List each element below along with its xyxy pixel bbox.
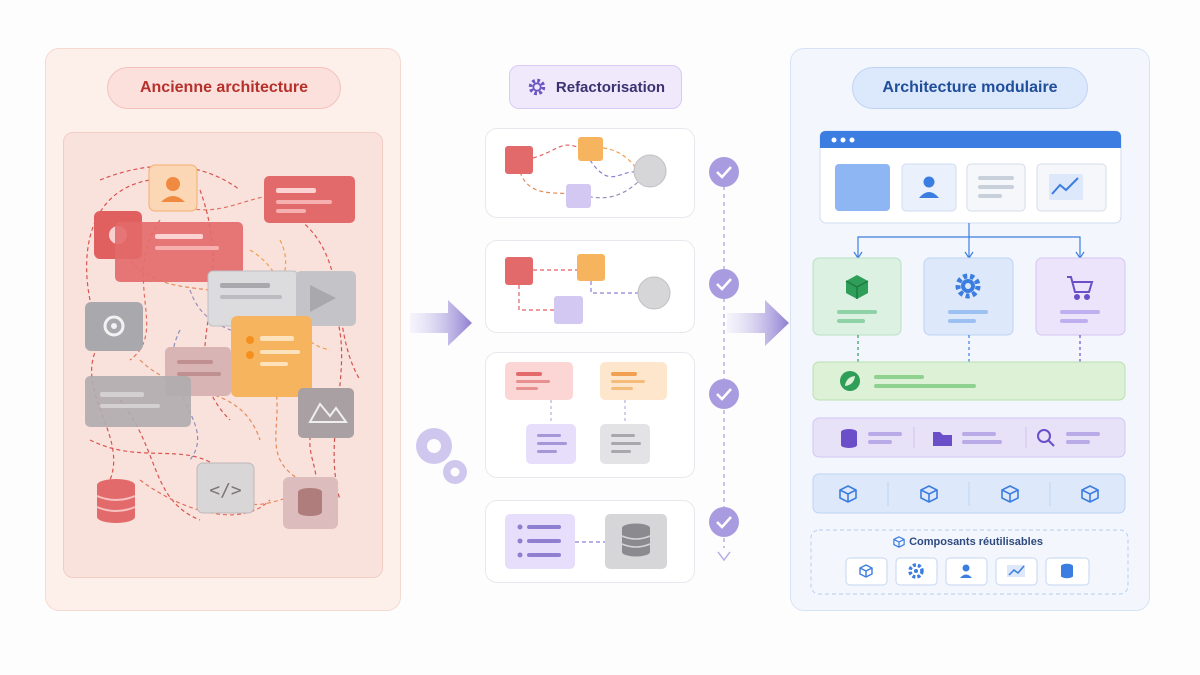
database-icon [841, 429, 857, 448]
arrow-mid-to-right [727, 300, 789, 346]
chart-icon [1051, 177, 1079, 195]
folder-icon [933, 432, 952, 446]
gears-icon [416, 428, 467, 484]
step-database-icon [622, 523, 650, 557]
reusable-components-label: Composants réutilisables [812, 536, 1124, 548]
search-icon [1037, 429, 1055, 447]
module-gear-icon [955, 273, 981, 299]
leaf-icon [845, 376, 855, 386]
svg-text:</>: </> [209, 480, 242, 501]
reusable-components-text: Composants réutilisables [909, 536, 1043, 548]
refactoring-title-text: Refactorisation [555, 78, 666, 96]
legacy-architecture-title: Ancienne architecture [107, 67, 341, 109]
arrow-left-to-mid [410, 300, 472, 346]
user-icon [919, 176, 939, 198]
check-icons [709, 157, 739, 537]
legacy-database-icon [96, 479, 136, 523]
cube-small-icon [893, 536, 905, 548]
modular-architecture-title: Architecture modulaire [852, 67, 1088, 109]
cube-icon [845, 275, 869, 299]
cart-icon [1067, 276, 1094, 300]
gear-icon [528, 78, 546, 96]
refactoring-title: Refactorisation [509, 65, 682, 109]
